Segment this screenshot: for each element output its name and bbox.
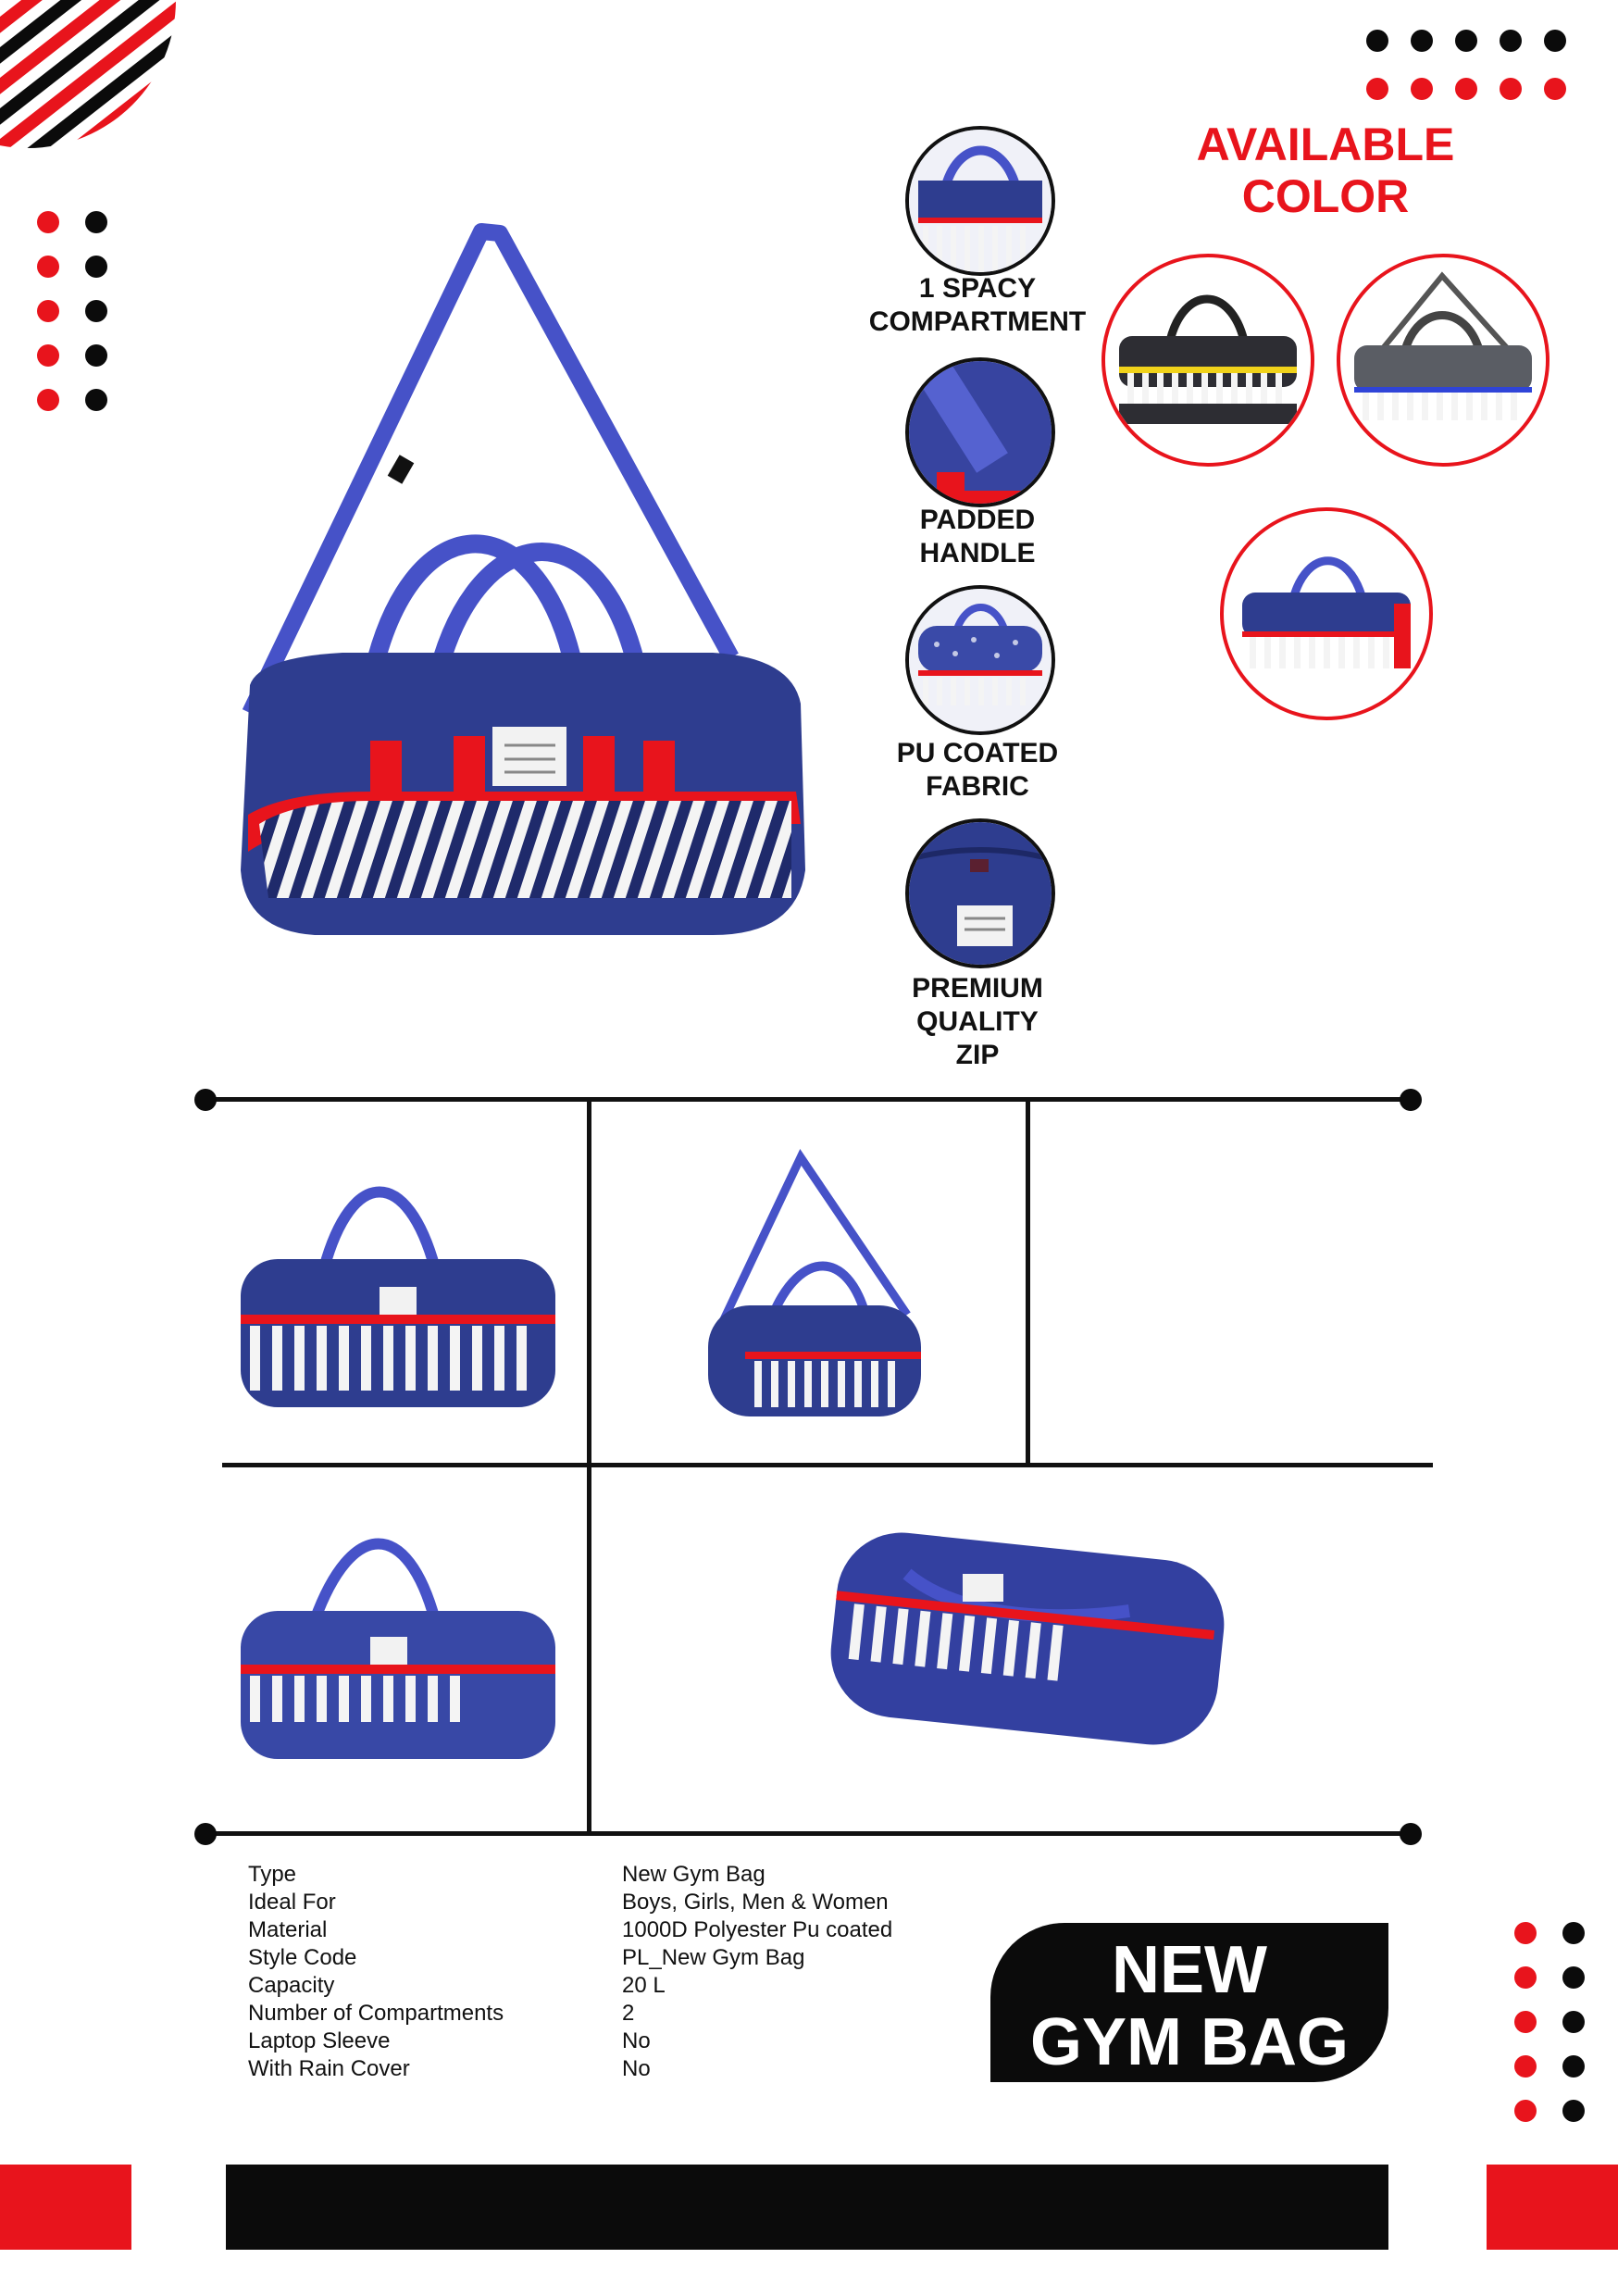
rule-endpoint xyxy=(194,1823,217,1845)
rule-endpoint xyxy=(194,1089,217,1111)
footer-red-block-right xyxy=(1487,2165,1618,2250)
rule-endpoint xyxy=(1400,1823,1422,1845)
feature-label-line: 1 SPACY xyxy=(918,273,1037,304)
spec-value: 20 L xyxy=(622,1973,666,1998)
gallery-bag-angled xyxy=(830,1532,1225,1745)
gallery-bag-front xyxy=(241,1186,555,1407)
spec-label: Type xyxy=(248,1862,297,1887)
product-title-line: NEW xyxy=(1112,1933,1267,2007)
footer-red-block-left xyxy=(0,2165,131,2250)
gallery-bottom-rule xyxy=(204,1831,1413,1836)
spec-label: Capacity xyxy=(248,1973,335,1998)
spec-label: Number of Compartments xyxy=(248,2001,504,2026)
feature-label-compartment: 1 SPACY COMPARTMENT xyxy=(857,272,1098,339)
feature-label-line: PADDED xyxy=(919,505,1036,535)
feature-label-fabric: PU COATED FABRIC xyxy=(857,737,1098,804)
available-color-line: COLOR xyxy=(1241,170,1410,222)
feature-handle-image xyxy=(905,357,1055,507)
available-color-heading: AVAILABLE COLOR xyxy=(1177,119,1474,222)
spec-label: Laptop Sleeve xyxy=(248,2028,391,2053)
spec-label: Material xyxy=(248,1917,328,1942)
product-title-box: NEW GYM BAG xyxy=(990,1923,1388,2082)
spec-value: PL_New Gym Bag xyxy=(622,1945,805,1970)
available-color-line: AVAILABLE xyxy=(1196,119,1455,170)
feature-zip-image xyxy=(905,818,1055,968)
product-title-line: GYM BAG xyxy=(1029,2005,1349,2079)
spec-value: 2 xyxy=(622,2001,635,2026)
spec-label: With Rain Cover xyxy=(248,2056,410,2081)
main-bag-image xyxy=(241,223,805,935)
feature-label-zip: PREMIUM QUALITY ZIP xyxy=(857,972,1098,1072)
spec-value: No xyxy=(622,2028,651,2053)
gallery-bag-side xyxy=(241,1538,555,1759)
spec-value: New Gym Bag xyxy=(622,1862,765,1887)
feature-label-line: ZIP xyxy=(955,1040,1000,1070)
gallery-top-rule xyxy=(204,1097,1413,1102)
spec-value: 1000D Polyester Pu coated xyxy=(622,1917,893,1942)
gallery-divider-vertical-2 xyxy=(1026,1100,1030,1465)
gallery-divider-vertical-1 xyxy=(587,1100,591,1835)
spec-label: Style Code xyxy=(248,1945,357,1970)
feature-compartment-image xyxy=(905,126,1055,276)
stripes-decoration xyxy=(0,0,176,148)
feature-fabric-image xyxy=(905,585,1055,735)
footer-black-bar xyxy=(226,2165,1388,2250)
rule-endpoint xyxy=(1400,1089,1422,1111)
feature-label-line: PREMIUM xyxy=(912,973,1043,1004)
feature-label-line: COMPARTMENT xyxy=(868,306,1087,337)
feature-label-handle: PADDED HANDLE xyxy=(857,504,1098,570)
spec-label: Ideal For xyxy=(248,1890,336,1915)
feature-label-line: HANDLE xyxy=(919,538,1036,568)
color-option-black-yellow[interactable] xyxy=(1101,254,1314,467)
spec-value: No xyxy=(622,2056,651,2081)
color-option-navy-red[interactable] xyxy=(1220,507,1433,720)
gallery-middle-rule xyxy=(222,1463,1433,1467)
feature-label-line: FABRIC xyxy=(926,771,1029,802)
spec-value: Boys, Girls, Men & Women xyxy=(622,1890,889,1915)
feature-label-line: PU COATED xyxy=(896,738,1059,768)
color-option-grey-blue[interactable] xyxy=(1337,254,1550,467)
feature-label-line: QUALITY xyxy=(916,1006,1039,1037)
gallery-bag-strap xyxy=(708,1148,921,1416)
